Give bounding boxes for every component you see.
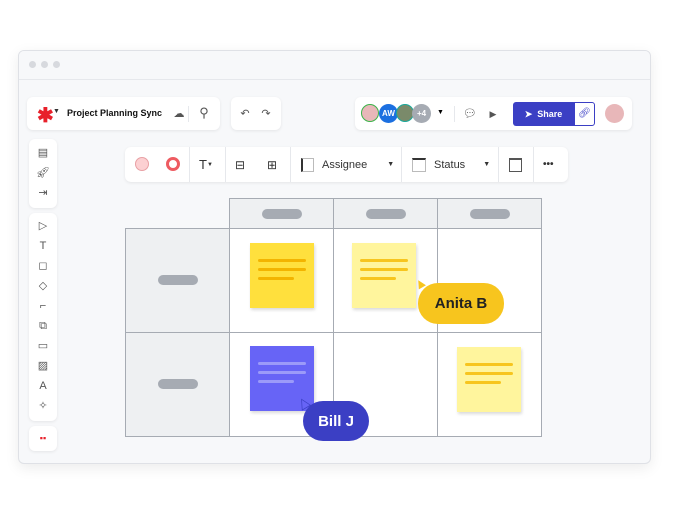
assignee-dropdown[interactable]: Assignee ▼ — [301, 147, 394, 182]
rocket-icon[interactable]: 🚀︎ — [36, 167, 50, 179]
status-dropdown[interactable]: Status ▼ — [412, 147, 490, 182]
share-button[interactable]: ➤ Share — [513, 102, 574, 126]
link-icon: 🔗︎ — [578, 108, 591, 119]
row-header[interactable] — [125, 332, 230, 437]
connector-icon[interactable]: ⌐ — [39, 300, 47, 312]
sticky-note-icon[interactable]: ◻ — [38, 260, 48, 272]
collaboration-panel: AW +4 ▼ 💬︎ ▶ ➤ Share 🔗︎ — [355, 97, 632, 130]
history-panel: ↶ ↷ — [231, 97, 281, 130]
present-icon[interactable]: ▶ — [489, 109, 497, 119]
shapes-icon[interactable]: ◇ — [38, 280, 48, 292]
embed-icon[interactable]: ▭ — [37, 340, 49, 352]
apps-icon[interactable]: ▪▪ — [39, 433, 47, 443]
sticky-note[interactable] — [352, 243, 416, 308]
border-color-button[interactable] — [166, 157, 180, 171]
chevron-down-icon: ▼ — [483, 161, 491, 168]
collaborator-tag: Anita B — [418, 283, 504, 324]
chevron-down-icon[interactable]: ▼ — [437, 109, 444, 116]
frame-icon[interactable]: ⧉ — [39, 320, 47, 332]
select-cursor-icon[interactable]: ▷ — [38, 220, 48, 232]
comment-icon[interactable]: 💬︎ — [463, 108, 477, 120]
text-style-label: T — [199, 157, 207, 172]
window-dot[interactable] — [41, 61, 48, 68]
user-avatar[interactable] — [605, 104, 624, 123]
avatar[interactable]: AW — [379, 104, 398, 123]
text-style-button[interactable]: T▼ — [199, 157, 213, 172]
text-tool-icon[interactable]: T — [39, 240, 47, 252]
sparkle-icon[interactable]: ✧ — [38, 400, 48, 412]
image-icon[interactable]: ▨ — [37, 360, 49, 372]
share-label: Share — [537, 109, 563, 119]
window-dot[interactable] — [29, 61, 36, 68]
row-header[interactable] — [125, 228, 230, 333]
chevron-down-icon: ▼ — [387, 161, 395, 168]
fill-color-button[interactable] — [135, 157, 149, 171]
context-toolbar: T▼ ⊟ ⊞ Assignee ▼ Status ▼ ••• — [125, 147, 568, 182]
container-button[interactable] — [509, 147, 522, 182]
sticky-note[interactable] — [250, 243, 314, 308]
status-label: Status — [434, 158, 466, 171]
collaborator-tag: Bill J — [303, 401, 369, 441]
send-icon: ➤ — [524, 108, 533, 119]
window-dot[interactable] — [53, 61, 60, 68]
pen-icon[interactable]: A — [39, 380, 47, 392]
assignee-label: Assignee — [322, 158, 368, 171]
left-toolbar-top: ▤ 🚀︎ ⇥ — [29, 139, 57, 208]
document-panel: ✱ ▼ Project Planning Sync ☁ ⚲ — [27, 97, 220, 130]
app-window: ✱ ▼ Project Planning Sync ☁ ⚲ ↶ ↷ AW +4 … — [18, 50, 651, 464]
sticky-note[interactable] — [457, 347, 521, 412]
add-column-icon[interactable]: ⊞ — [267, 157, 278, 172]
title-bar — [19, 51, 650, 80]
left-toolbar-tools: ▷ T ◻ ◇ ⌐ ⧉ ▭ ▨ A ✧ — [29, 213, 57, 421]
column-header[interactable] — [437, 198, 542, 229]
redo-icon[interactable]: ↷ — [261, 108, 271, 120]
column-header[interactable] — [333, 198, 438, 229]
chevron-down-icon[interactable]: ▼ — [53, 108, 60, 115]
cloud-saved-icon[interactable]: ☁ — [173, 108, 185, 120]
copy-link-button[interactable]: 🔗︎ — [574, 102, 595, 126]
import-icon[interactable]: ⇥ — [38, 187, 48, 199]
assignee-icon — [301, 157, 314, 172]
more-collaborators-badge[interactable]: +4 — [412, 104, 431, 123]
undo-icon[interactable]: ↶ — [240, 108, 250, 120]
column-header[interactable] — [229, 198, 334, 229]
add-row-icon[interactable]: ⊟ — [235, 157, 246, 172]
search-icon[interactable]: ⚲ — [199, 105, 209, 120]
status-icon — [412, 157, 426, 172]
avatar[interactable] — [361, 104, 379, 122]
sticky-note[interactable] — [250, 346, 314, 411]
more-options-button[interactable]: ••• — [543, 159, 554, 170]
left-toolbar-apps: ▪▪ — [29, 426, 57, 451]
app-logo-icon[interactable]: ✱ — [37, 105, 54, 127]
document-title[interactable]: Project Planning Sync — [67, 108, 163, 118]
template-icon[interactable]: ▤ — [37, 147, 49, 159]
container-icon — [509, 157, 522, 172]
